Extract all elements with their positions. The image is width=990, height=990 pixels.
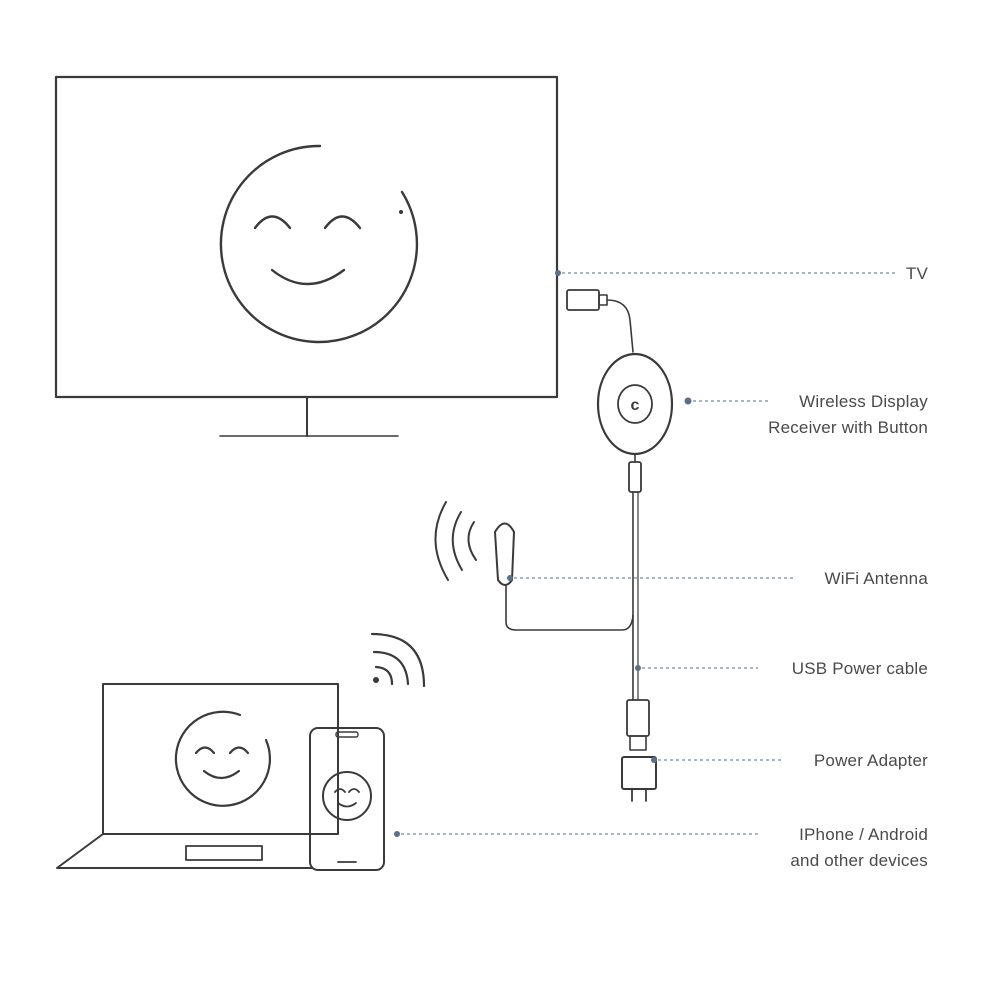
- tv-smiley-icon: [219, 144, 419, 344]
- label-usb-cable: USB Power cable: [792, 656, 928, 682]
- tv-icon: [54, 75, 559, 437]
- label-devices: IPhone / Android and other devices: [790, 822, 928, 874]
- label-usb-cable-text: USB Power cable: [791, 659, 928, 678]
- wifi-antenna-icon: [434, 501, 634, 631]
- laptop-smiley-icon: [174, 710, 271, 807]
- label-receiver-line2: Receiver with Button: [768, 418, 928, 437]
- wireless-display-receiver-icon: c: [596, 352, 674, 493]
- laptop-icon: [56, 683, 339, 869]
- label-devices-line2: and other devices: [790, 851, 928, 870]
- label-tv: TV: [906, 261, 928, 287]
- usb-power-cable-icon: [626, 491, 650, 751]
- leader-lines: [394, 270, 898, 837]
- label-tv-text: TV: [905, 264, 928, 283]
- label-adapter: Power Adapter: [814, 748, 928, 774]
- power-adapter-icon: [621, 756, 657, 802]
- label-adapter-text: Power Adapter: [813, 751, 928, 770]
- label-receiver-line1: Wireless Display: [799, 392, 928, 411]
- label-devices-line1: IPhone / Android: [799, 825, 928, 844]
- smartphone-icon: [309, 632, 426, 871]
- phone-smiley-icon: [322, 771, 372, 821]
- hdmi-connector-icon: [566, 289, 634, 353]
- label-antenna-text: WiFi Antenna: [824, 569, 928, 588]
- devices-wifi-icon: [370, 632, 426, 688]
- label-receiver: Wireless Display Receiver with Button: [768, 389, 928, 441]
- label-antenna: WiFi Antenna: [824, 566, 928, 592]
- receiver-button-glyph: c: [631, 397, 640, 414]
